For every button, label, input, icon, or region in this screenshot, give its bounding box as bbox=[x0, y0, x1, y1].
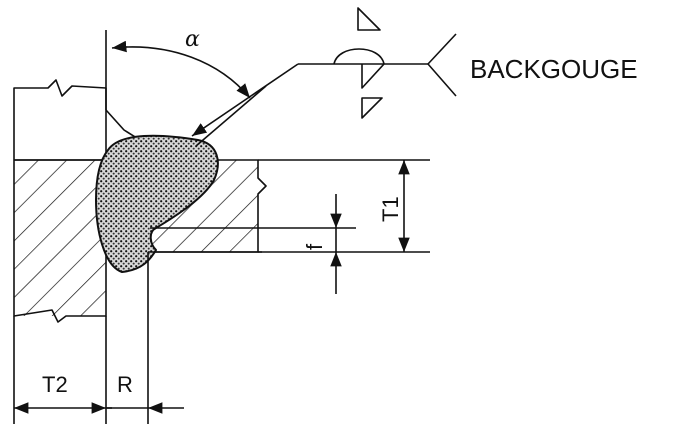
tail-lower bbox=[427, 63, 457, 97]
r-label: R bbox=[117, 372, 133, 397]
leader-line bbox=[191, 63, 299, 137]
weld-symbol-melt-through-icon bbox=[333, 48, 385, 65]
t1-label: T1 bbox=[378, 196, 403, 222]
vertical-plate-hatch bbox=[14, 160, 106, 316]
alpha-label: α bbox=[185, 27, 200, 52]
weld-bead bbox=[95, 134, 219, 273]
tail-upper bbox=[427, 33, 457, 65]
backgouge-label: BACKGOUGE bbox=[470, 54, 638, 84]
t2-label: T2 bbox=[42, 372, 68, 397]
weld-symbol-fillet-icon bbox=[357, 7, 381, 31]
weld-symbol-bevel-icon bbox=[361, 63, 385, 119]
alpha-arc bbox=[111, 40, 251, 99]
f-label: f bbox=[302, 243, 327, 250]
bevel-extension-line bbox=[195, 85, 267, 147]
